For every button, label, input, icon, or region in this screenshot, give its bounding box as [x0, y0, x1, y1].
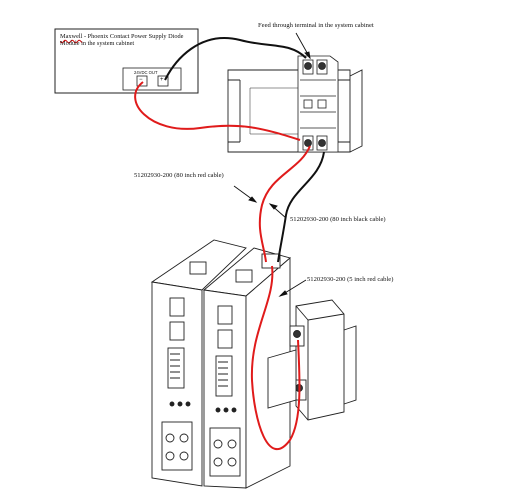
- feed-through-callout: Feed through terminal in the system cabi…: [258, 22, 374, 29]
- red-cable-supply-to-terminal: [134, 81, 301, 141]
- io-module-right: [202, 247, 291, 489]
- output-label: 24VDC OUT: [134, 70, 158, 75]
- minus-terminal: [136, 75, 148, 87]
- plus-terminal-label: +: [160, 77, 164, 83]
- wire-runs: [134, 37, 325, 450]
- power-supply-box: [54, 28, 199, 94]
- red-cable-80-callout: 51202930-200 (80 inch red cable): [134, 172, 224, 179]
- supply-box-description: Maxwell - Phoenix Contact Power Supply D…: [60, 33, 200, 48]
- red-cable-5-inch: [250, 265, 301, 450]
- din-rail: [227, 69, 363, 153]
- callout-arrows: [233, 32, 311, 297]
- io-module-left: [150, 239, 247, 487]
- side-terminal-block: [267, 299, 357, 421]
- red-cable-80-inch: [258, 145, 311, 263]
- black-cable-80-inch: [277, 151, 325, 263]
- supply-description: - Phoenix Contact Power Supply Diode Mod…: [60, 33, 184, 48]
- supply-brand: Maxwell: [60, 33, 83, 40]
- black-cable-supply-to-terminal: [164, 37, 307, 81]
- plus-terminal: [157, 75, 169, 87]
- red-cable-5-callout: 51202930-200 (5 inch red cable): [307, 276, 394, 283]
- minus-terminal-label: −: [139, 77, 143, 83]
- feed-through-terminal: [297, 55, 339, 153]
- black-cable-80-callout: 51202930-200 (80 inch black cable): [290, 216, 386, 223]
